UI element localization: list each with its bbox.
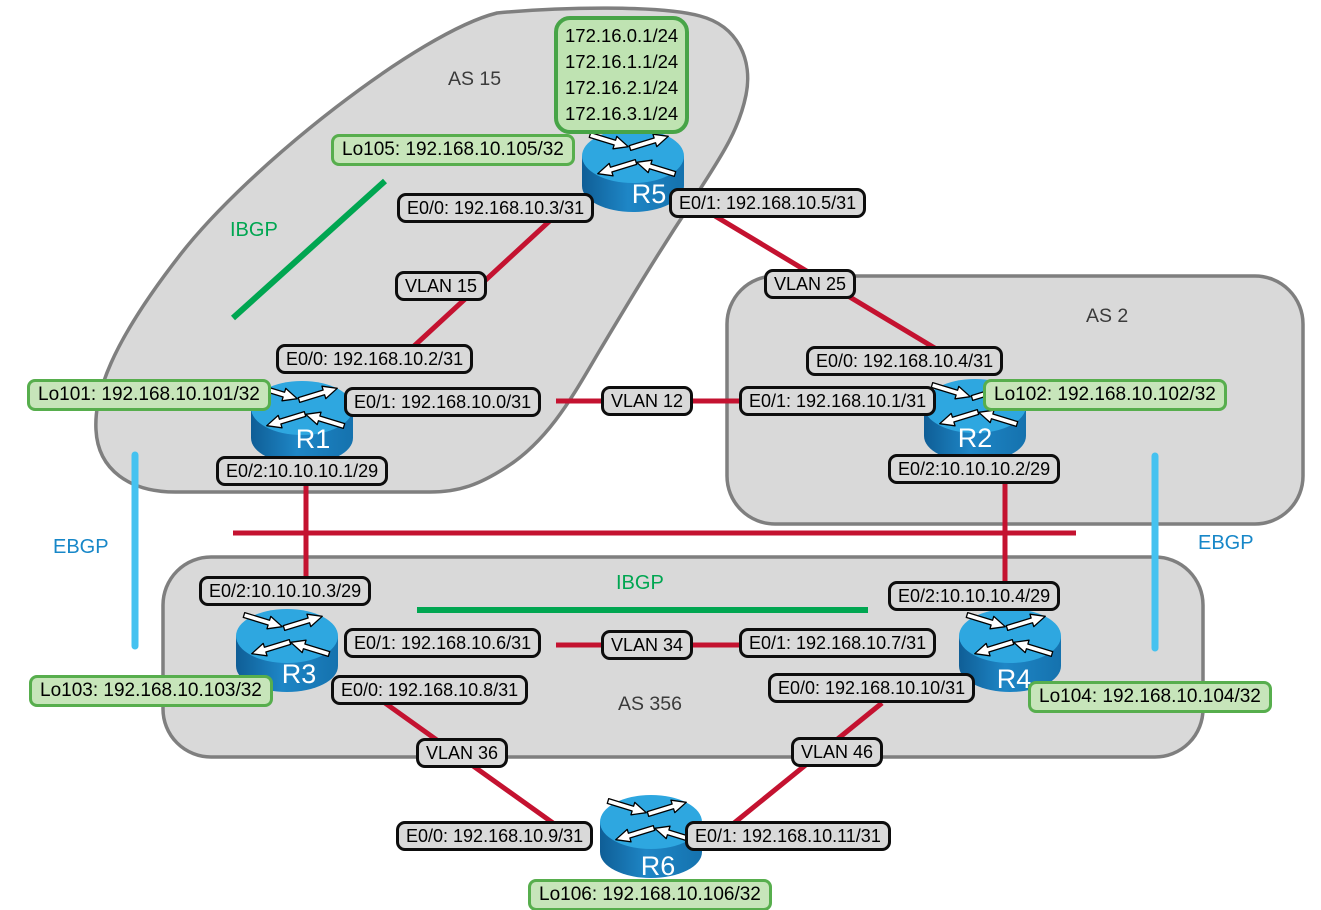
router-label-r3: R3	[282, 659, 317, 689]
loopback-label-r5: Lo105: 192.168.10.105/32	[331, 134, 575, 166]
loopback-label-r3: Lo103: 192.168.10.103/32	[29, 675, 273, 707]
interface-label-r3-e00: E0/0: 192.168.10.8/31	[331, 675, 529, 705]
ibgp-label-as356: IBGP	[616, 572, 664, 594]
interface-label-r2-e01: E0/1: 192.168.10.1/31	[739, 386, 937, 416]
interface-label-r4-e00: E0/0: 192.168.10.10/31	[768, 673, 976, 703]
ebgp-label-right: EBGP	[1198, 532, 1254, 554]
interface-label-r1-e00: E0/0: 192.168.10.2/31	[276, 344, 474, 374]
router-label-r2: R2	[958, 423, 993, 453]
vlan-label-36: VLAN 36	[416, 738, 509, 768]
interface-label-r1-e02: E0/2:10.10.10.1/29	[216, 456, 389, 486]
vlan-label-46: VLAN 46	[791, 737, 884, 767]
network-line-3: 172.16.2.1/24	[565, 77, 679, 98]
loopback-label-r4: Lo104: 192.168.10.104/32	[1028, 681, 1272, 713]
router-label-r1: R1	[296, 424, 331, 454]
router-label-r4: R4	[997, 664, 1032, 694]
as2-title: AS 2	[1086, 305, 1129, 327]
interface-label-r4-e02: E0/2:10.10.10.4/29	[888, 581, 1061, 611]
as15-title: AS 15	[448, 68, 502, 90]
vlan-label-34: VLAN 34	[601, 630, 694, 660]
interface-label-r5-e01: E0/1: 192.168.10.5/31	[669, 188, 867, 218]
network-line-4: 172.16.3.1/24	[565, 103, 679, 124]
network-line-1: 172.16.0.1/24	[565, 25, 679, 46]
interface-label-r6-e01: E0/1: 192.168.10.11/31	[685, 821, 891, 851]
interface-label-r3-e02: E0/2:10.10.10.3/29	[199, 576, 372, 606]
interface-label-r1-e01: E0/1: 192.168.10.0/31	[344, 387, 542, 417]
advertised-networks-box: 172.16.0.1/24 172.16.1.1/24 172.16.2.1/2…	[554, 16, 690, 134]
ibgp-label-as15: IBGP	[230, 219, 278, 241]
vlan-label-12: VLAN 12	[601, 386, 694, 416]
loopback-label-r2: Lo102: 192.168.10.102/32	[983, 379, 1227, 411]
interface-label-r4-e01: E0/1: 192.168.10.7/31	[739, 628, 937, 658]
interface-label-r6-e00: E0/0: 192.168.10.9/31	[396, 821, 594, 851]
ibgp-line-as15	[230, 178, 388, 321]
loopback-label-r6: Lo106: 192.168.10.106/32	[528, 879, 772, 910]
vlan-label-15: VLAN 15	[395, 271, 488, 301]
ebgp-label-left: EBGP	[53, 536, 109, 558]
interface-label-r2-e02: E0/2:10.10.10.2/29	[888, 454, 1061, 484]
interface-label-r2-e00: E0/0: 192.168.10.4/31	[806, 346, 1004, 376]
interface-label-r3-e01: E0/1: 192.168.10.6/31	[344, 628, 542, 658]
network-line-2: 172.16.1.1/24	[565, 51, 679, 72]
interface-label-r5-e00: E0/0: 192.168.10.3/31	[397, 193, 595, 223]
router-label-r6: R6	[641, 851, 676, 881]
loopback-label-r1: Lo101: 192.168.10.101/32	[27, 379, 271, 411]
router-label-r5: R5	[632, 179, 667, 209]
as356-title: AS 356	[618, 693, 682, 715]
vlan-label-25: VLAN 25	[764, 269, 857, 299]
